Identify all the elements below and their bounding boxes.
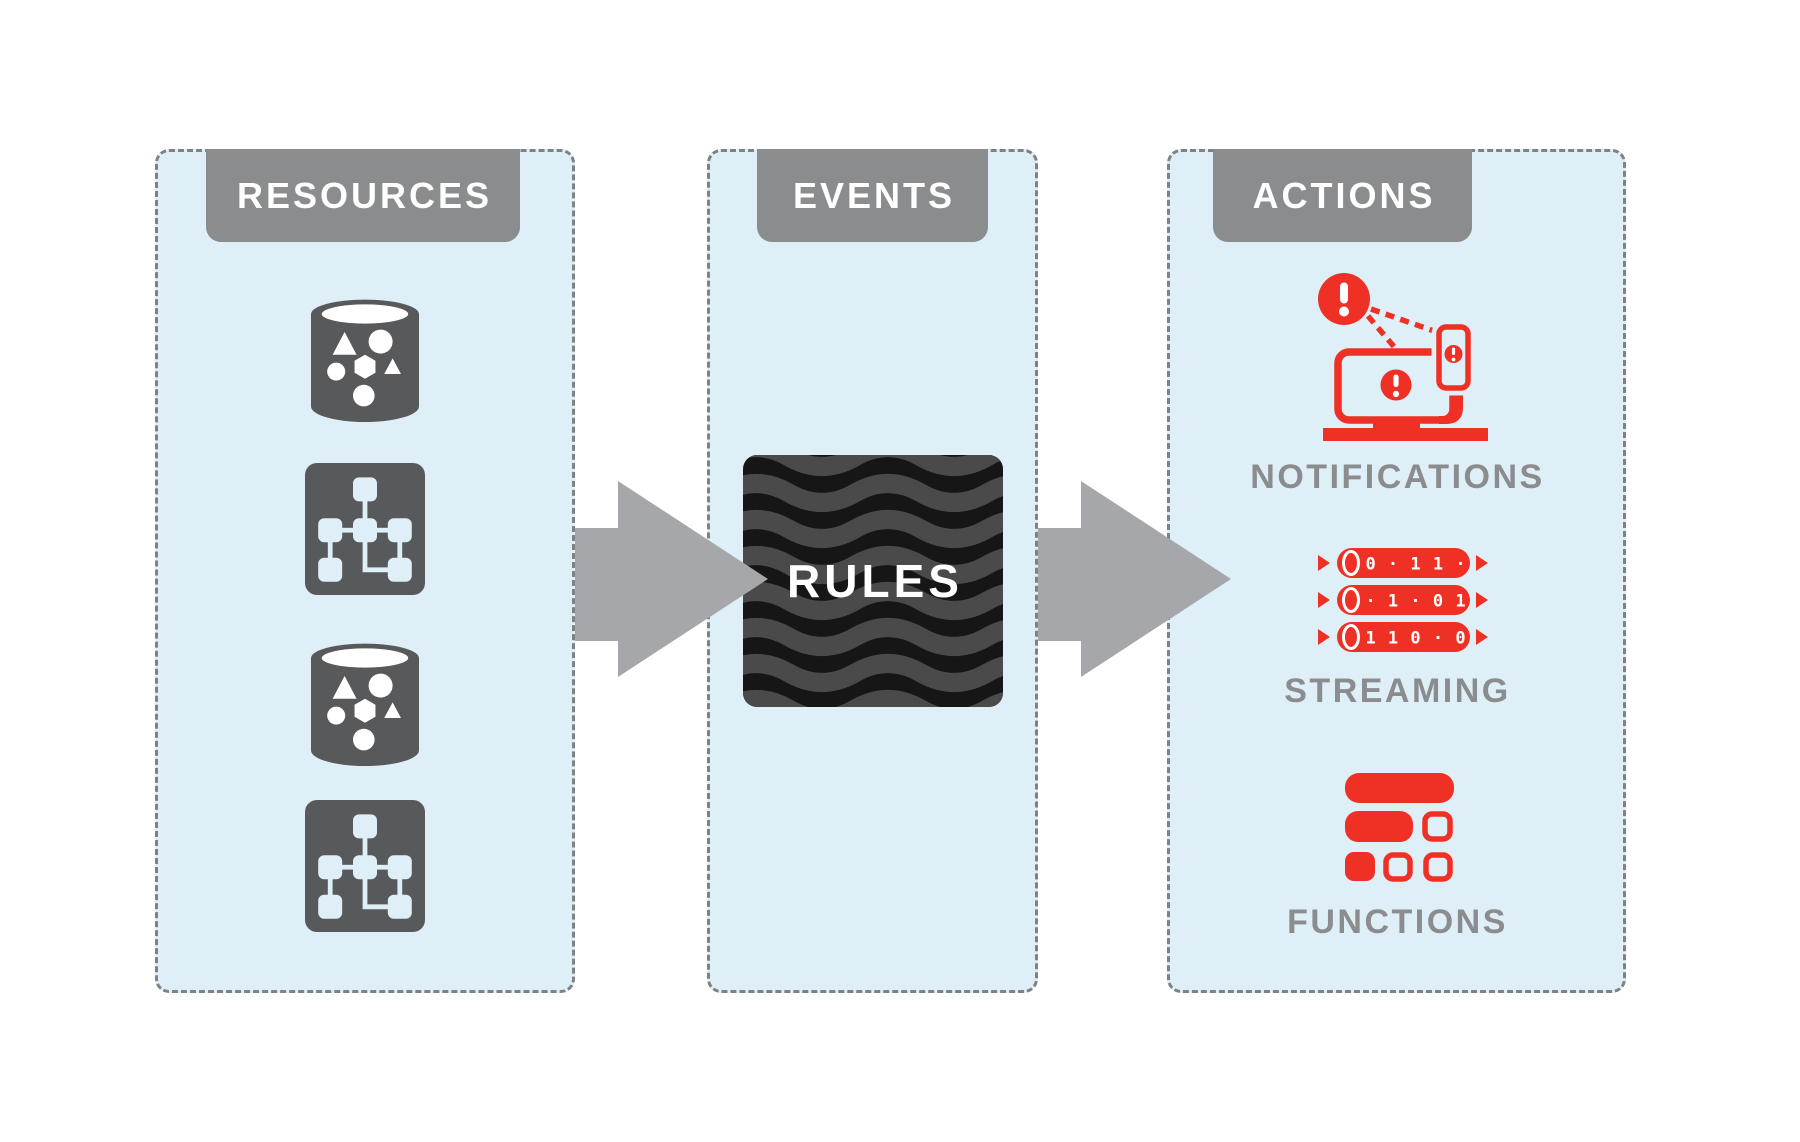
- binary-row: 0 · 1 1 ·: [1365, 555, 1466, 575]
- functions-icon: [1344, 772, 1456, 889]
- streaming-label: STREAMING: [1284, 672, 1511, 710]
- flowchart-icon: [305, 800, 425, 937]
- data-bucket-icon: [305, 298, 425, 431]
- panel-header-events: EVENTS: [757, 149, 988, 242]
- stream-pipe-row: 0 · 1 1 ·: [1318, 548, 1488, 578]
- notifications-label: NOTIFICATIONS: [1250, 458, 1545, 496]
- panel-header-actions: ACTIONS: [1213, 149, 1472, 242]
- panel-actions: ACTIONS: [1167, 149, 1626, 993]
- panel-resources: RESOURCES: [155, 149, 575, 993]
- panel-title-actions: ACTIONS: [1252, 174, 1436, 216]
- stream-pipe-row: · 1 · 0 1: [1318, 585, 1488, 615]
- stream-pipe-row: 1 1 0 · 0: [1318, 622, 1488, 652]
- flowchart-icon: [305, 463, 425, 600]
- streaming-icon: 0 · 1 1 · · 1 · 0 1 1 1 0 · 0: [1310, 540, 1495, 667]
- rules-wave-pattern: [743, 455, 1003, 707]
- binary-row: · 1 · 0 1: [1365, 592, 1466, 612]
- panel-title-events: EVENTS: [792, 174, 956, 216]
- notifications-icon: [1315, 270, 1500, 453]
- panel-title-resources: RESOURCES: [236, 174, 493, 216]
- rules-label: RULES: [787, 555, 963, 607]
- rules-box: RULES: [743, 455, 1003, 707]
- data-bucket-icon: [305, 642, 425, 775]
- binary-row: 1 1 0 · 0: [1365, 629, 1466, 649]
- panel-events: EVENTS RULES: [707, 149, 1038, 993]
- functions-label: FUNCTIONS: [1287, 903, 1508, 941]
- panel-header-resources: RESOURCES: [206, 149, 520, 242]
